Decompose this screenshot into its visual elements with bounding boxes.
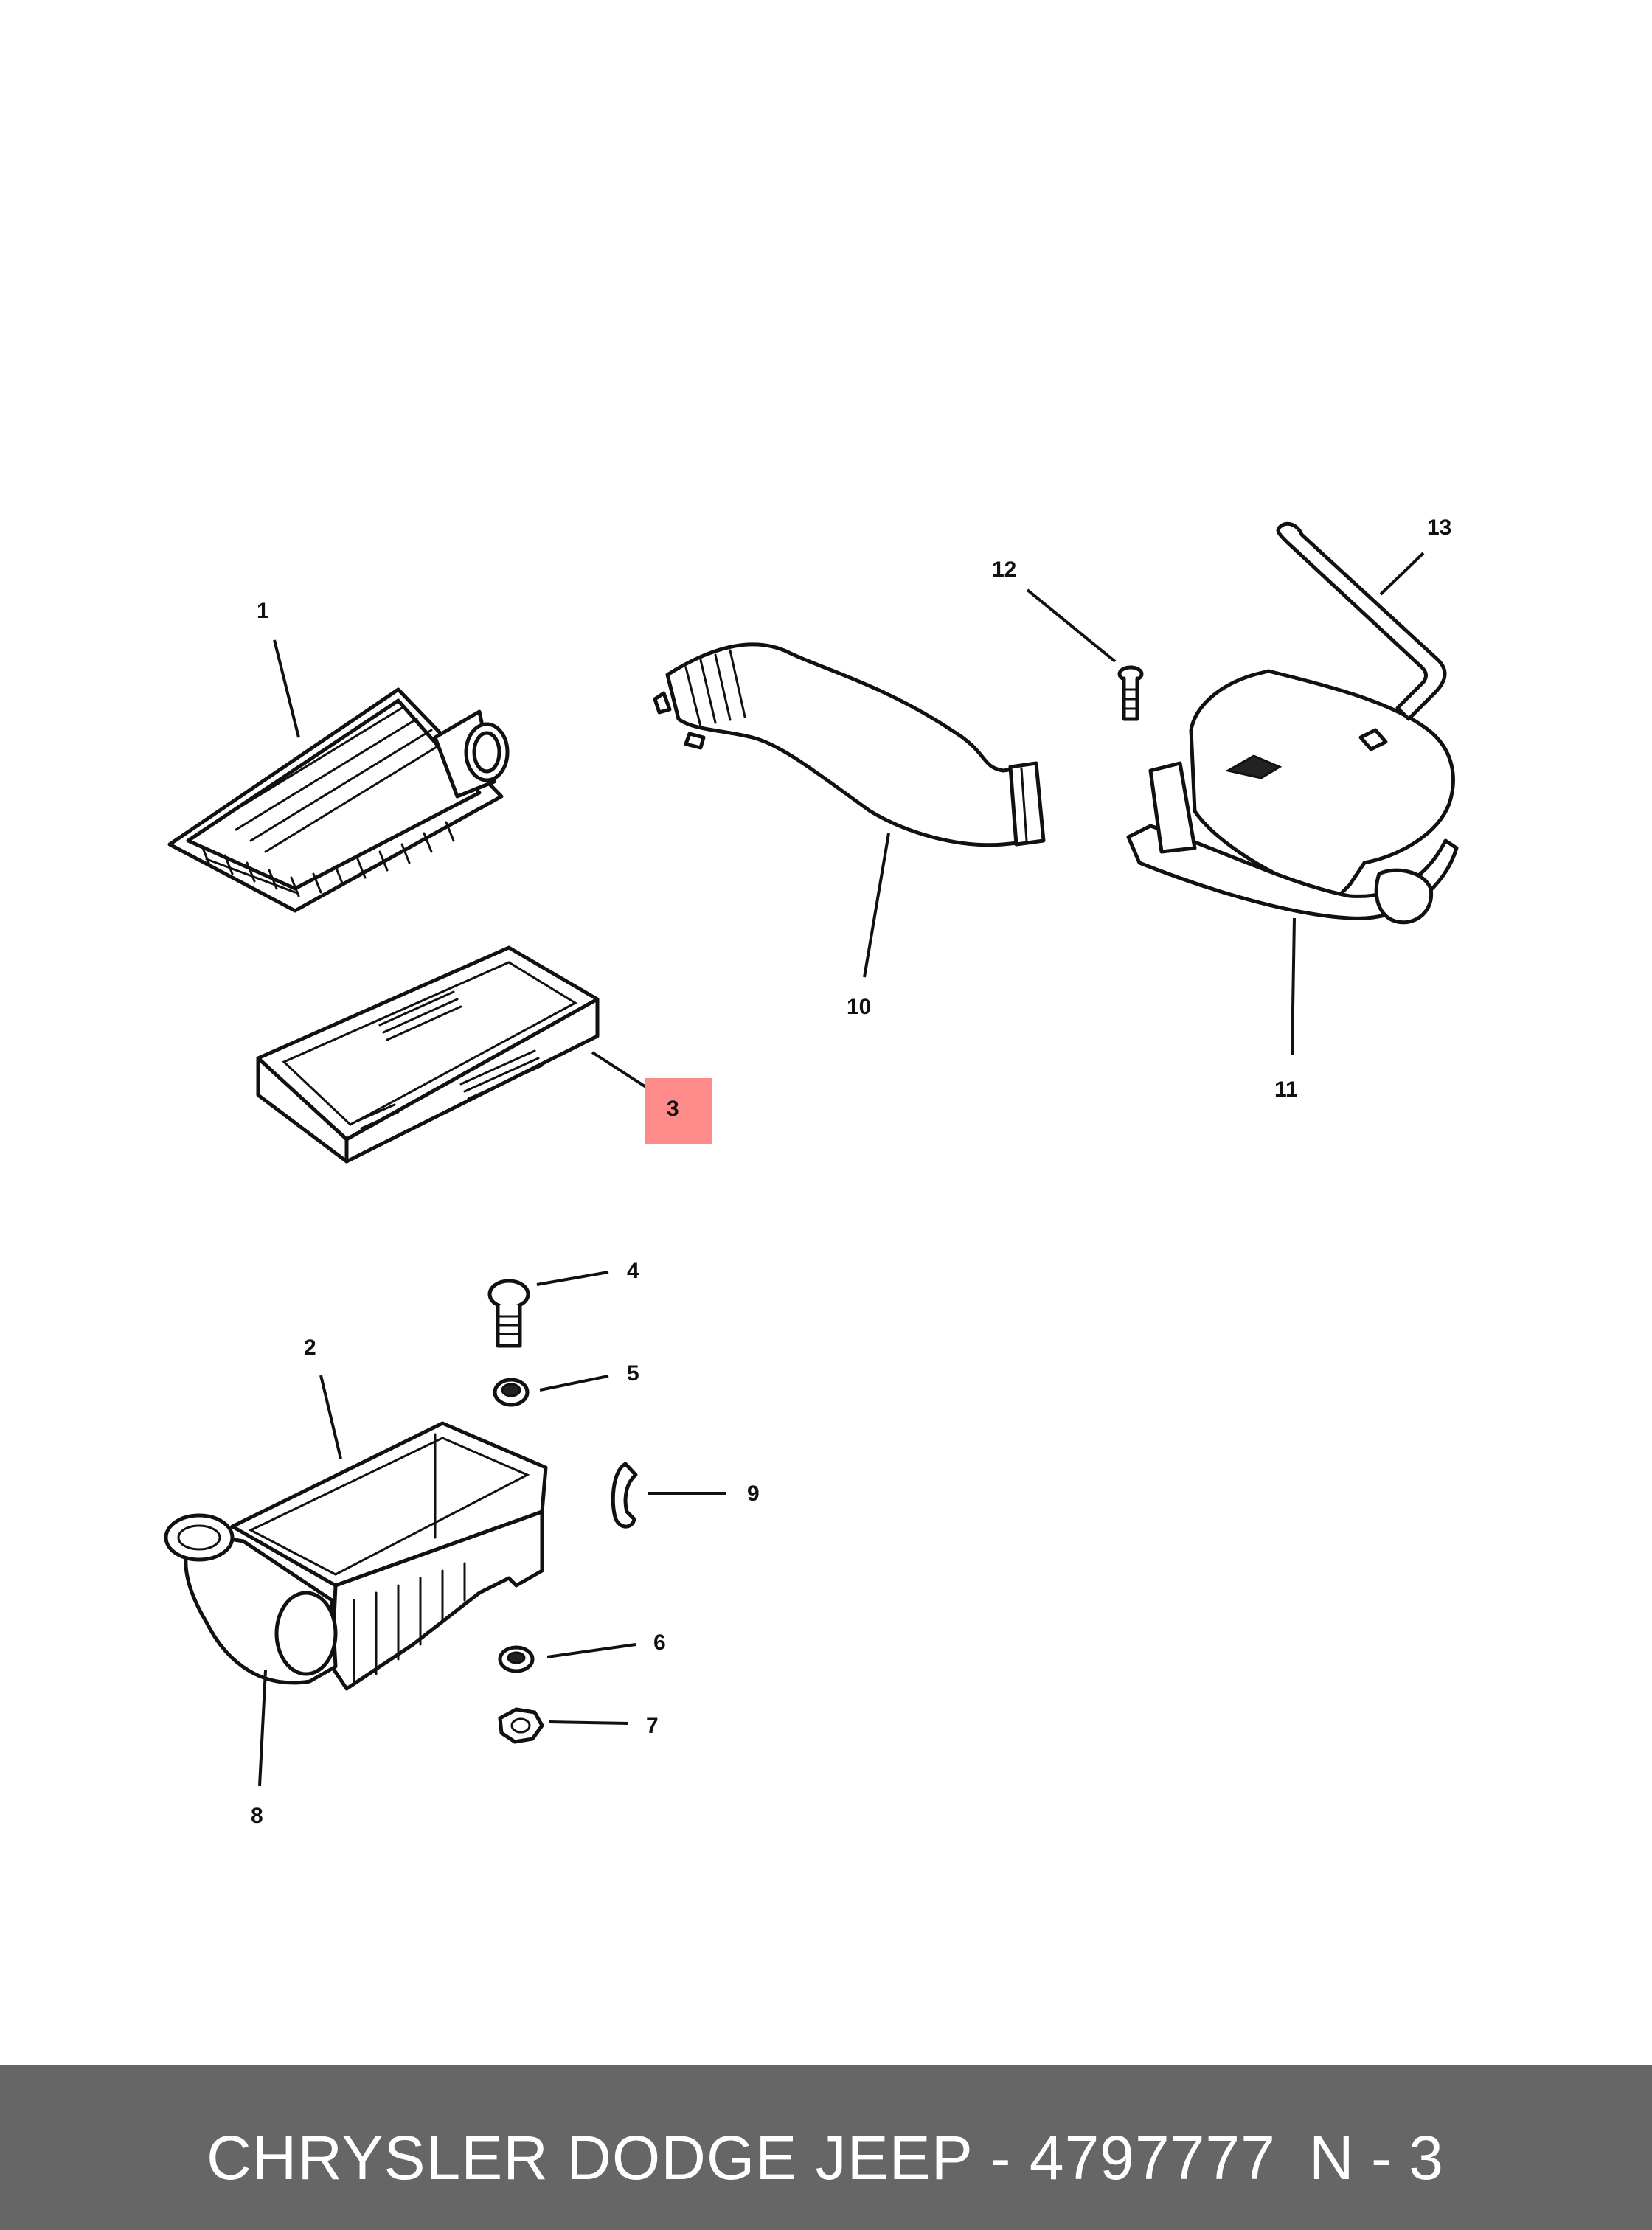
callout-9: 9 xyxy=(747,1482,760,1506)
callout-3: 3 xyxy=(667,1097,679,1121)
screw-part xyxy=(1117,665,1144,721)
callout-11: 11 xyxy=(1274,1077,1298,1102)
footer-bar: CHRYSLER DODGE JEEP - 4797777 N - 3 xyxy=(0,2065,1652,2230)
clip-part xyxy=(611,1462,638,1529)
callout-4: 4 xyxy=(627,1259,639,1283)
callout-highlight xyxy=(645,1078,712,1144)
callout-6: 6 xyxy=(653,1630,666,1655)
air-cleaner-housing-part xyxy=(164,1421,548,1691)
air-cleaner-cover-part xyxy=(167,687,510,913)
grommet-small-part xyxy=(498,1645,535,1673)
intake-hose-part xyxy=(653,642,1046,847)
callout-labels: 1 2 3 4 5 6 7 8 9 10 11 12 13 xyxy=(251,515,1451,1828)
vent-tube-part xyxy=(1276,521,1447,721)
callout-5: 5 xyxy=(627,1361,639,1386)
leader-lines xyxy=(258,552,1425,1787)
callout-1: 1 xyxy=(257,599,269,623)
callout-10: 10 xyxy=(847,995,871,1019)
callout-7: 7 xyxy=(646,1714,659,1738)
callout-2: 2 xyxy=(304,1335,316,1360)
callout-12: 12 xyxy=(992,558,1016,582)
parts-diagram: 1 2 3 4 5 6 7 8 9 10 11 12 13 xyxy=(164,515,1459,1828)
nut-part xyxy=(498,1707,544,1744)
air-filter-element-part xyxy=(256,945,600,1164)
callout-13: 13 xyxy=(1427,515,1451,540)
diagram-reference: N - 3 xyxy=(1309,2123,1444,2192)
bolt-part xyxy=(487,1279,530,1348)
grommet-part xyxy=(493,1378,530,1407)
part-number-title: CHRYSLER DODGE JEEP - 4797777 xyxy=(206,2123,1276,2192)
callout-8: 8 xyxy=(251,1804,263,1828)
resonator-part xyxy=(1126,669,1459,925)
